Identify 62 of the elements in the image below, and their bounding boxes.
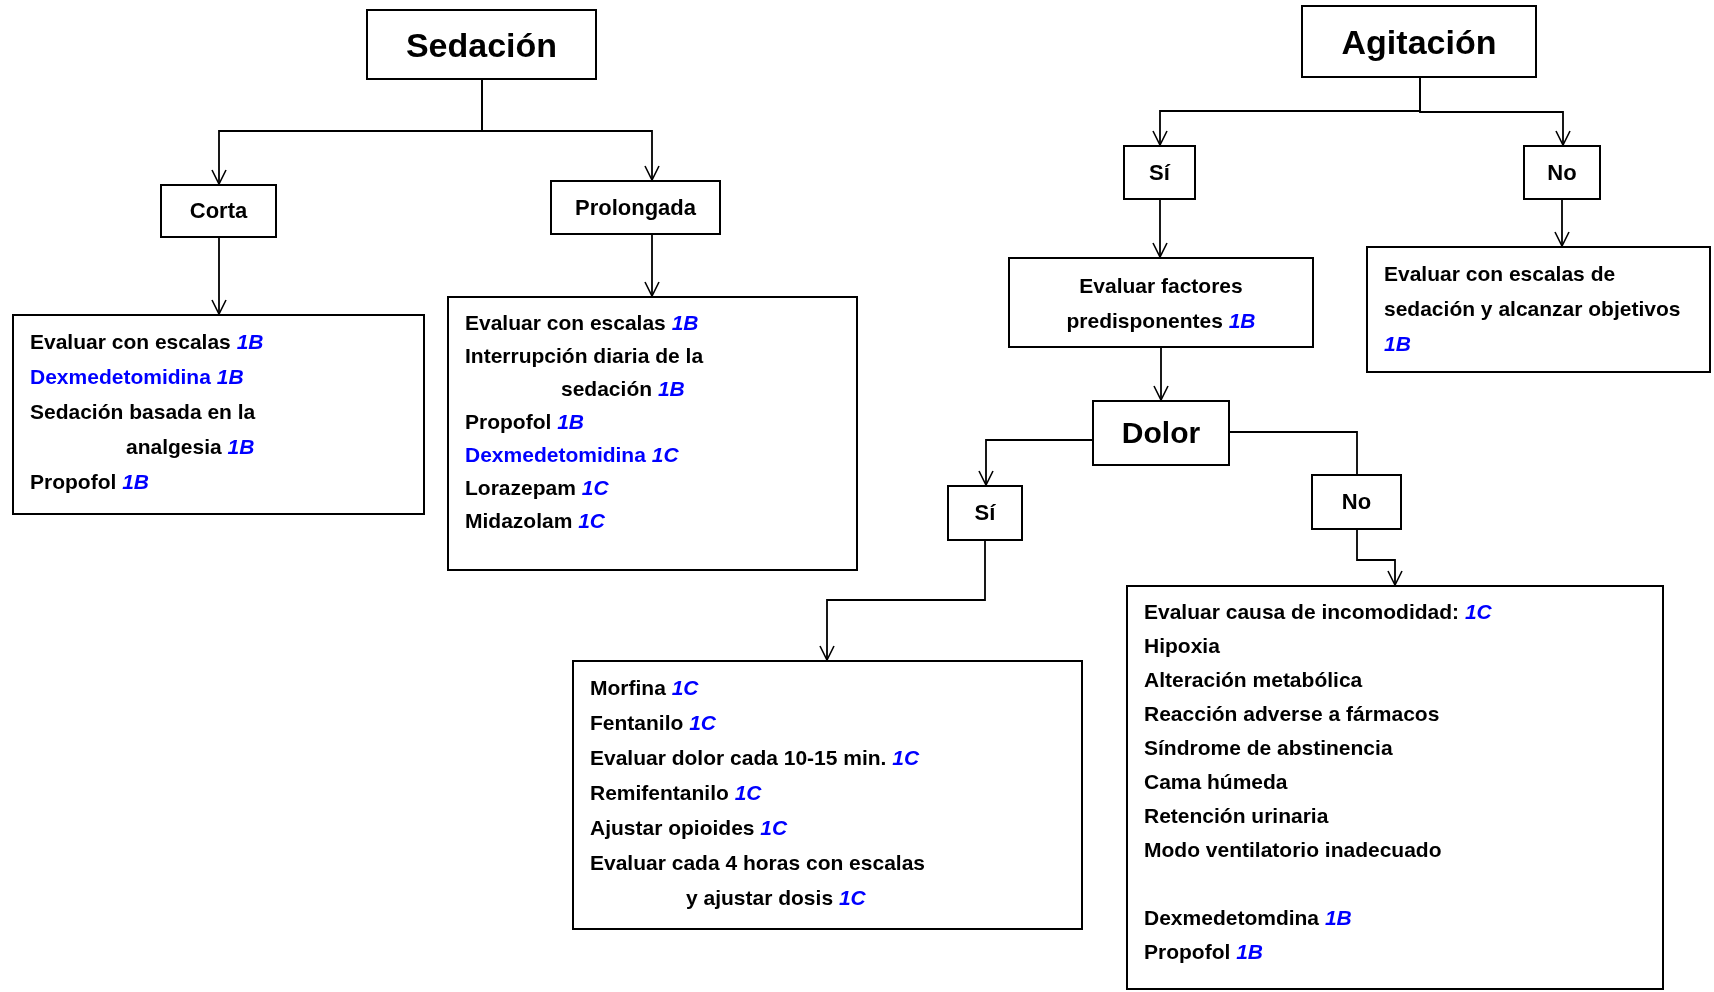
arrow (1419, 77, 1571, 146)
list-item: Evaluar con escalas 1B (30, 329, 264, 355)
list-item: Evaluar con escalas 1B (465, 310, 699, 336)
arrow (1153, 347, 1169, 401)
list-item: Hipoxia (1144, 633, 1220, 659)
process-box (1123, 145, 1196, 200)
list-item: Dexmedetomdina 1B (1144, 905, 1352, 931)
list-item: Sedación basada en la analgesia 1B (30, 399, 257, 460)
node-label: Sedación (405, 24, 558, 65)
node-label: No (1341, 488, 1372, 516)
list-item: Lorazepam 1C (465, 475, 609, 501)
list-item: Propofol 1B (465, 409, 584, 435)
node-label: No (1547, 158, 1577, 187)
text-box (572, 660, 1083, 930)
process-box (1301, 5, 1537, 78)
list-item: Dexmedetomidina 1C (465, 442, 679, 468)
list-item: Dexmedetomidina 1B (30, 364, 244, 390)
list-item: Evaluar dolor cada 10-15 min. 1C (590, 745, 920, 771)
node-label: Evaluar factores predisponentes 1B (1065, 272, 1257, 334)
process-box (550, 180, 721, 235)
process-box (1092, 400, 1230, 466)
arrow (1356, 529, 1403, 586)
arrow (1152, 199, 1168, 258)
list-item: Fentanilo 1C (590, 710, 717, 736)
node-label: Corta (189, 197, 248, 225)
process-box (1008, 257, 1314, 348)
node-label: Dolor (1121, 415, 1201, 451)
list-item: Reacción adverse a fármacos (1144, 701, 1440, 727)
list-item: Evaluar con escalas de sedación y alcanzar objetivos 1B (1384, 261, 1682, 357)
text-box (447, 296, 858, 571)
arrow (1554, 199, 1570, 247)
node-label: Sí (1149, 158, 1170, 187)
list-item: Ajustar opioides 1C (590, 815, 788, 841)
list-item: Morfina 1C (590, 675, 699, 701)
list-item: Evaluar cada 4 horas con escalas y ajustar dosis 1C (590, 850, 927, 911)
list-item: Interrupción diaria de la sedación 1B (465, 343, 705, 402)
text-box (1126, 585, 1664, 990)
process-box (366, 9, 597, 80)
list-item: Alteración metabólica (1144, 667, 1363, 693)
node-label: Agitación (1341, 21, 1497, 62)
arrow (819, 540, 986, 661)
process-box (1311, 474, 1402, 530)
list-item: Cama húmeda (1144, 769, 1288, 795)
list-item: Propofol 1B (30, 469, 149, 495)
list-item: Remifentanilo 1C (590, 780, 762, 806)
arrow (978, 439, 1093, 486)
arrow (211, 237, 227, 315)
text-box (12, 314, 425, 515)
list-item: Midazolam 1C (465, 508, 606, 534)
list-item: Propofol 1B (1144, 939, 1263, 965)
node-label: Sí (974, 499, 996, 527)
node-label: Prolongada (575, 193, 696, 222)
process-box (1523, 145, 1601, 200)
process-box (947, 485, 1023, 541)
list-item: Modo ventilatorio inadecuado (1144, 837, 1442, 863)
arrow (481, 79, 660, 181)
list-item: Síndrome de abstinencia (1144, 735, 1393, 761)
list-item: Retención urinaria (1144, 803, 1329, 829)
process-box (160, 184, 277, 238)
list-item: Evaluar causa de incomodidad: 1C (1144, 599, 1492, 625)
text-box (1366, 246, 1711, 373)
arrow (644, 234, 660, 297)
